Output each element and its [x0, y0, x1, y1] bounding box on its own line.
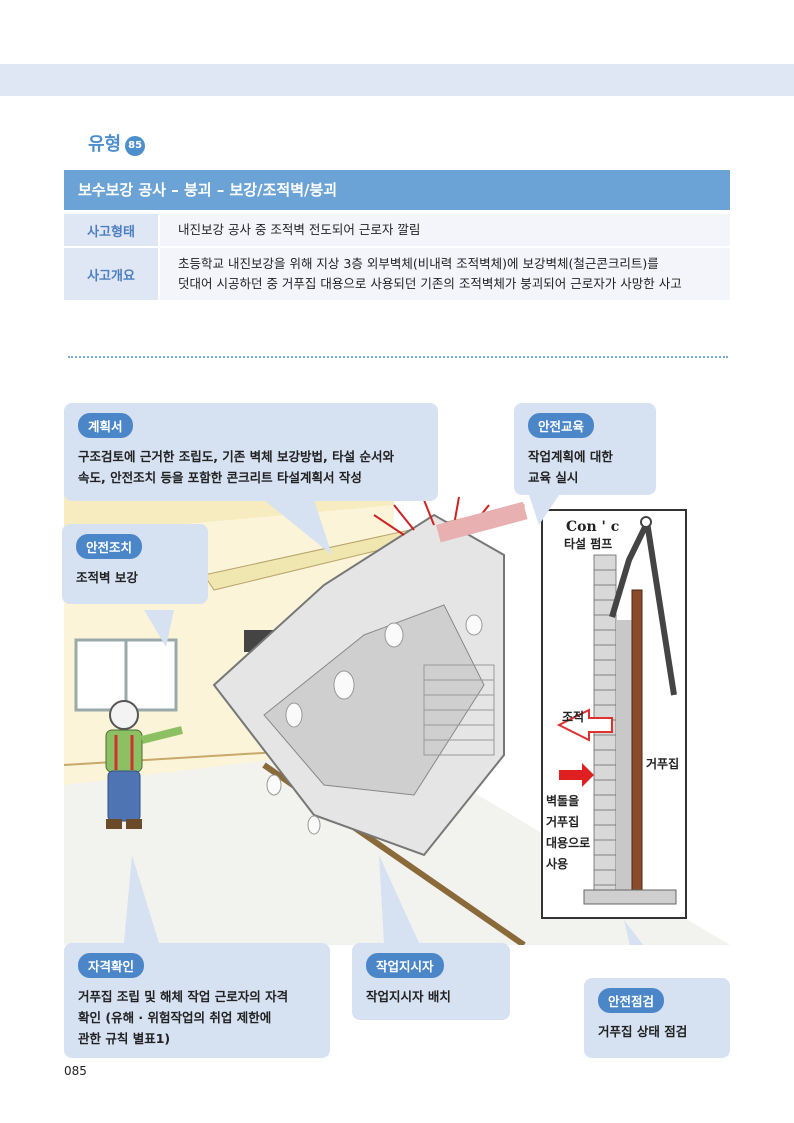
- accident-illustration: Con ' c 타설 펌프 조적 거푸집 벽돌을 거푸집 대용으로 사용: [64, 445, 730, 945]
- callout-plan-tag: 계획서: [78, 413, 133, 438]
- brick-label-2: 거푸집: [546, 814, 579, 829]
- accident-type-label: 사고형태: [64, 214, 158, 246]
- pump-label-1: Con ' c: [566, 519, 619, 535]
- worker-figure: [105, 700, 183, 829]
- callout-education-text: 작업계획에 대한 교육 실시: [528, 449, 613, 485]
- formwork-panel: [631, 589, 643, 901]
- brick-label-4: 사용: [546, 856, 568, 871]
- callout-safety: 안전조치 조적벽 보강: [62, 524, 208, 604]
- callout-education-tag: 안전교육: [528, 413, 595, 438]
- accident-overview-value: 초등학교 내진보강을 위해 지상 3층 외부벽체(비내력 조적벽체)에 보강벽체…: [158, 248, 730, 300]
- callout-education: 안전교육 작업계획에 대한 교육 실시: [514, 403, 656, 495]
- overview-line-2: 덧대어 시공하던 중 거푸집 대용으로 사용되던 기존의 조적벽체가 붕괴되어 …: [178, 276, 682, 291]
- callout-inspection-tag: 안전점검: [598, 988, 665, 1013]
- type-label: 유형: [88, 134, 122, 155]
- page-number: 085: [64, 1064, 87, 1078]
- callout-qualification-text: 거푸집 조립 및 해체 작업 근로자의 자격 확인 (유해 · 위험작업의 취업…: [78, 989, 289, 1046]
- accident-type-value: 내진보강 공사 중 조적벽 전도되어 근로자 깔림: [158, 214, 730, 246]
- callout-pointers: [124, 495, 644, 945]
- callout-inspection-text: 거푸집 상태 점검: [598, 1024, 688, 1039]
- callout-plan-text: 구조검토에 근거한 조립도, 기존 벽체 보강방법, 타설 순서와 속도, 안전…: [78, 449, 394, 485]
- formwork-label: 거푸집: [646, 756, 679, 771]
- callout-supervisor-text: 작업지시자 배치: [366, 989, 451, 1004]
- section-diagram: Con ' c 타설 펌프 조적 거푸집 벽돌을 거푸집 대용으로 사용: [541, 509, 687, 919]
- callout-inspection: 안전점검 거푸집 상태 점검: [584, 978, 730, 1058]
- callout-supervisor-tag: 작업지시자: [366, 953, 444, 978]
- callout-plan: 계획서 구조검토에 근거한 조립도, 기존 벽체 보강방법, 타설 순서와 속도…: [64, 403, 438, 501]
- overview-line-1: 초등학교 내진보강을 위해 지상 3층 외부벽체(비내력 조적벽체)에 보강벽체…: [178, 256, 659, 271]
- pump-label-2: 타설 펌프: [564, 536, 612, 551]
- concrete-fill: [616, 620, 632, 900]
- accident-overview-label: 사고개요: [64, 248, 158, 300]
- type-number-badge: 85: [125, 136, 146, 156]
- accident-title: 보수보강 공사 – 붕괴 – 보강/조적벽/붕괴: [64, 170, 730, 210]
- info-row-overview: 사고개요 초등학교 내진보강을 위해 지상 3층 외부벽체(비내력 조적벽체)에…: [64, 248, 730, 300]
- callout-qualification-tag: 자격확인: [78, 953, 145, 978]
- brick-arrow: [559, 763, 594, 787]
- tilt-arrow: [556, 708, 613, 742]
- info-row-type: 사고형태 내진보강 공사 중 조적벽 전도되어 근로자 깔림: [64, 214, 730, 246]
- brick-label-1: 벽돌을: [546, 793, 579, 808]
- callout-safety-tag: 안전조치: [76, 534, 143, 559]
- callout-safety-text: 조적벽 보강: [76, 570, 138, 585]
- dotted-divider: [68, 356, 728, 358]
- masonry-label: 조적: [562, 709, 584, 724]
- callout-qualification: 자격확인 거푸집 조립 및 해체 작업 근로자의 자격 확인 (유해 · 위험작…: [64, 943, 330, 1058]
- accident-info-table: 사고형태 내진보강 공사 중 조적벽 전도되어 근로자 깔림 사고개요 초등학교…: [64, 212, 730, 302]
- brick-label-3: 대용으로: [546, 835, 590, 850]
- callout-supervisor: 작업지시자 작업지시자 배치: [352, 943, 510, 1020]
- top-band: [0, 64, 794, 96]
